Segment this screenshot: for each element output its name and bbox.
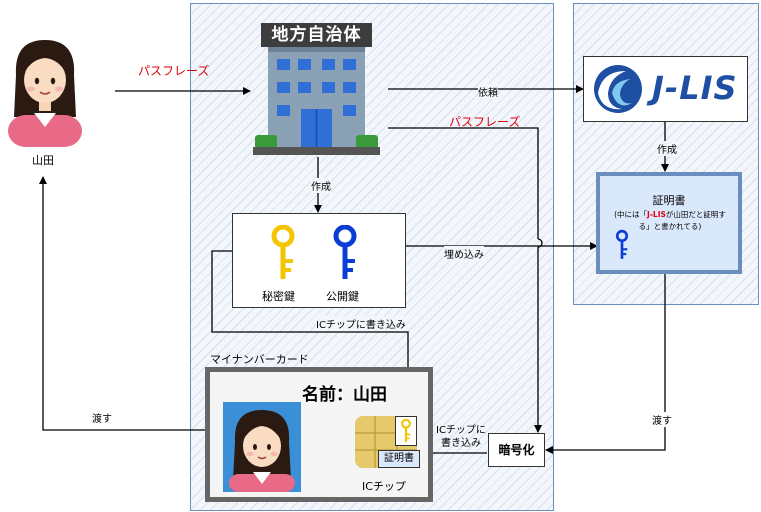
embedded-public-key-icon [615, 229, 629, 259]
building-icon [253, 47, 380, 155]
chip-label: ICチップ [362, 480, 406, 493]
jlis-logo-box: J-LIS [583, 56, 748, 122]
certificate-title: 証明書 [652, 194, 686, 207]
certificate-note-prefix: (中には「 [614, 210, 648, 219]
write-chip-label-2b: 書き込み [441, 438, 481, 449]
card-caption: マイナンバーカード [210, 353, 309, 366]
encrypt-box: 暗号化 [488, 433, 545, 467]
certificate-note: (中には「J-LISが山田だと証明す る」と書かれてる) [604, 209, 736, 233]
hand-over-label-2: 渡す [652, 412, 672, 427]
public-key-icon [333, 225, 357, 279]
create-cert-label: 作成 [657, 141, 677, 156]
jlis-swirl-icon [594, 65, 642, 113]
certificate-note-mid: が山田だと証明す [665, 210, 726, 219]
my-number-card: 名前：山田 証明書 ICチップ [205, 367, 433, 502]
government-building: 地方自治体 [253, 23, 380, 155]
write-chip-label-2a: ICチップに [436, 425, 486, 436]
certificate-note-line2: る」と書かれてる) [638, 222, 702, 231]
government-sign: 地方自治体 [261, 23, 372, 47]
person-avatar [8, 40, 82, 147]
private-key-icon [271, 225, 295, 279]
passphrase-label-1: パスフレーズ [138, 64, 210, 78]
chip-key-box [395, 416, 417, 446]
keys-box [232, 213, 406, 308]
person-name-label: 山田 [32, 154, 54, 167]
certificate-box: 証明書 (中には「J-LISが山田だと証明す る」と書かれてる) [596, 172, 742, 274]
card-name-label: 名前：山田 [302, 385, 387, 405]
passphrase-label-2: パスフレーズ [449, 115, 521, 129]
chip-certificate-badge: 証明書 [378, 450, 420, 468]
chip-private-key-icon [401, 419, 411, 443]
certificate-note-highlight: J-LIS [647, 210, 666, 219]
private-key-label: 秘密鍵 [262, 290, 295, 303]
card-photo [223, 402, 301, 492]
write-chip-label-1: ICチップに書き込み [316, 316, 406, 331]
jlis-logo-text: J-LIS [652, 69, 738, 107]
create-keys-label: 作成 [311, 178, 331, 193]
embed-label: 埋め込み [444, 246, 484, 261]
request-label: 依頼 [478, 84, 498, 99]
public-key-label: 公開鍵 [326, 290, 359, 303]
hand-over-label-1: 渡す [92, 414, 112, 425]
